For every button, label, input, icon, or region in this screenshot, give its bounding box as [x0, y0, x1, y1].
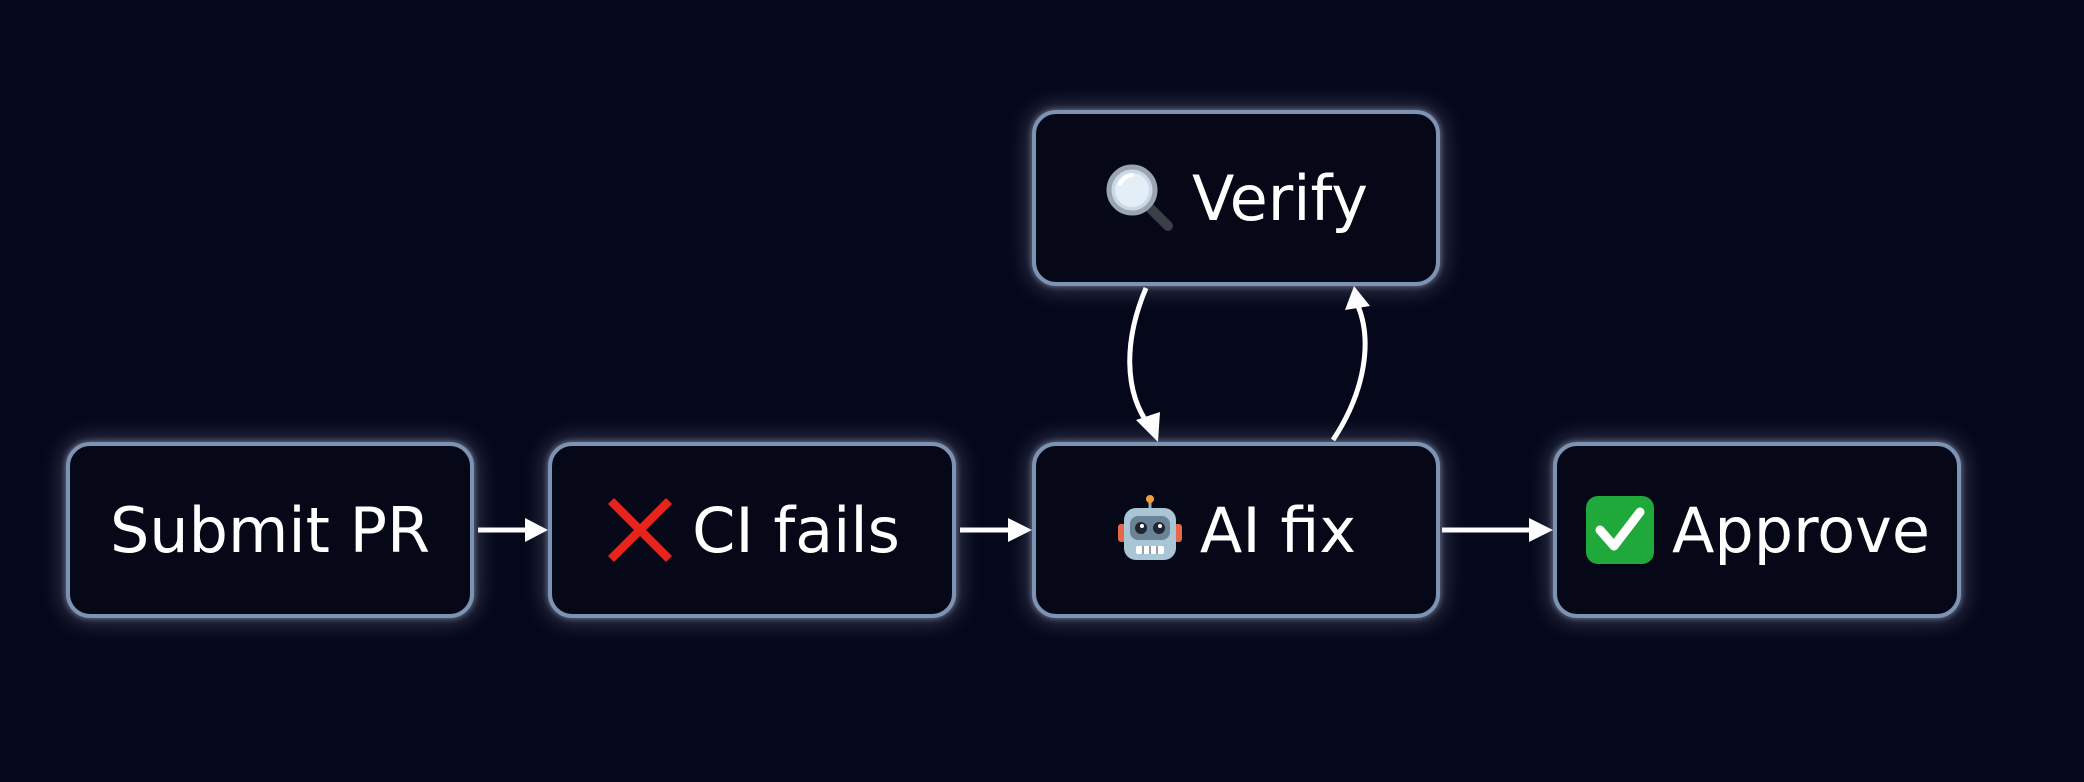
- node-ci-fails-label: CI fails: [692, 493, 900, 567]
- node-approve-label: Approve: [1671, 493, 1931, 567]
- edge-verify-to-aifix: [1127, 287, 1160, 442]
- node-submit-pr: Submit PR: [66, 442, 474, 618]
- magnifying-glass-icon: [1104, 162, 1176, 234]
- node-approve: Approve: [1553, 442, 1961, 618]
- node-ci-fails: CI fails: [548, 442, 956, 618]
- edge-ci-to-aifix: [960, 518, 1032, 542]
- node-submit-pr-label: Submit PR: [109, 493, 431, 567]
- node-ai-fix: AI fix: [1032, 442, 1440, 618]
- edge-submit-to-ci: [478, 518, 548, 542]
- robot-icon: [1116, 494, 1184, 566]
- node-ai-fix-label: AI fix: [1199, 493, 1357, 567]
- red-x-icon: [604, 494, 676, 566]
- edge-aifix-to-verify: [1330, 286, 1370, 442]
- edge-aifix-to-approve: [1442, 518, 1553, 542]
- node-verify: Verify: [1032, 110, 1440, 286]
- green-checkmark-icon: [1584, 494, 1656, 566]
- node-verify-label: Verify: [1192, 161, 1368, 235]
